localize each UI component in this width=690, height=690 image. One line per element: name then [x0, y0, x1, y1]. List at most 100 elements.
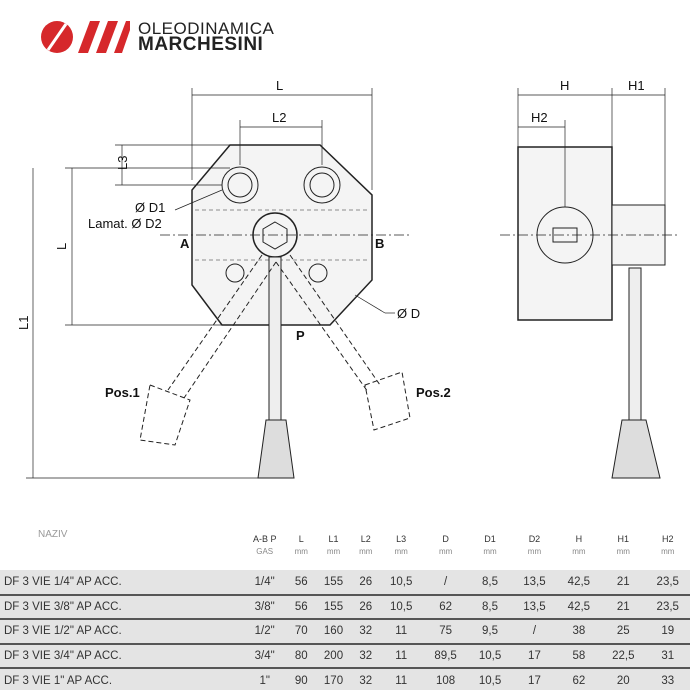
- value-cell: 56: [294, 600, 308, 613]
- dimension-lines: [26, 88, 666, 479]
- column-header: A-B P GAS: [241, 512, 288, 560]
- side-view: [500, 146, 680, 479]
- technical-drawing: L L2 L3 L L1 Ø D1 Lamat. Ø D2 A B P Ø D …: [16, 78, 680, 479]
- header-label: L2: [360, 534, 371, 544]
- value-cell: 17: [528, 674, 541, 687]
- value-cell: 1/2": [254, 625, 275, 638]
- header-label: L3: [396, 534, 407, 544]
- value-cell: 155: [323, 600, 344, 613]
- port-A-label: A: [180, 236, 190, 251]
- port-B-label: B: [375, 236, 384, 251]
- value-cell: 11: [395, 625, 408, 638]
- header-unit: mm: [294, 547, 308, 556]
- value-cell: 89,5: [434, 649, 457, 662]
- value-cell: 21: [616, 600, 630, 613]
- value-cell: 32: [359, 674, 373, 687]
- value-cell: 26: [359, 575, 373, 588]
- header-label: H: [575, 534, 583, 544]
- dim-D2-label: Lamat. Ø D2: [88, 216, 162, 231]
- value-cell: 20: [616, 674, 630, 687]
- brand-logo: OLEODINAMICA MARCHESINI: [40, 20, 274, 54]
- dim-L2-label: L2: [272, 110, 286, 125]
- value-cell: 8,5: [482, 575, 499, 588]
- header-label: L: [298, 534, 304, 544]
- brand-line2: MARCHESINI: [138, 34, 264, 55]
- header-label: D: [442, 534, 449, 544]
- value-cell: 32: [359, 649, 373, 662]
- lever: [268, 256, 282, 421]
- header-unit: mm: [616, 547, 630, 556]
- value-cell: 70: [294, 625, 308, 638]
- value-cell: 32: [359, 625, 373, 638]
- lever-handle: [257, 419, 295, 479]
- product-name-cell: DF 3 VIE 3/8" AP ACC.: [4, 600, 122, 613]
- header-unit: mm: [572, 547, 586, 556]
- dim-H-label: H: [560, 78, 569, 93]
- value-cell: 3/4": [254, 649, 275, 662]
- front-view: [139, 144, 411, 479]
- dim-L3-label: L3: [115, 156, 130, 170]
- value-cell: 25: [616, 625, 630, 638]
- column-header: D1 mm: [468, 512, 512, 560]
- header-label: H2: [661, 534, 674, 544]
- header-unit: GAS: [256, 547, 274, 556]
- value-cell: 10,5: [389, 575, 413, 588]
- value-cell: 3/8": [254, 600, 275, 613]
- header-unit: mm: [661, 547, 675, 556]
- value-cell: 13,5: [523, 575, 546, 588]
- column-header: L3 mm: [379, 512, 423, 560]
- header-label: H1: [617, 534, 630, 544]
- dim-H2-label: H2: [531, 110, 548, 125]
- value-cell: 58: [572, 649, 586, 662]
- header-label: D2: [528, 534, 541, 544]
- value-cell: 200: [323, 649, 344, 662]
- value-cell: 170: [323, 674, 344, 687]
- value-cell: 10,5: [478, 649, 502, 662]
- table-row: DF 3 VIE 1/4" AP ACC. 1/4" 56 155 26 10,5 / 8,5…: [0, 570, 690, 595]
- dim-D-label: Ø D: [397, 306, 420, 321]
- dim-D1-label: Ø D1: [135, 200, 165, 215]
- header-label: NAZIV: [38, 528, 68, 540]
- value-cell: 11: [395, 649, 408, 662]
- value-cell: /: [444, 575, 448, 588]
- value-cell: 11: [395, 674, 408, 687]
- header-label: D1: [484, 534, 496, 544]
- header-unit: mm: [483, 547, 497, 556]
- dim-L-side-label: L: [54, 243, 69, 250]
- value-cell: 17: [528, 649, 541, 662]
- value-cell: 1": [259, 674, 270, 687]
- value-cell: 62: [572, 674, 586, 687]
- value-cell: 160: [323, 625, 344, 638]
- value-cell: 1/4": [254, 575, 275, 588]
- value-cell: 42,5: [567, 600, 591, 613]
- value-cell: 13,5: [523, 600, 546, 613]
- value-cell: 21: [616, 575, 630, 588]
- pos1-label: Pos.1: [105, 385, 140, 400]
- value-cell: 108: [436, 674, 456, 687]
- value-cell: 155: [323, 575, 344, 588]
- value-cell: 38: [572, 625, 586, 638]
- header-unit: mm: [326, 547, 341, 556]
- product-name-cell: DF 3 VIE 1/2" AP ACC.: [4, 625, 122, 638]
- value-cell: 23,5: [656, 600, 679, 613]
- value-cell: 42,5: [567, 575, 591, 588]
- value-cell: 56: [294, 575, 308, 588]
- value-cell: 8,5: [482, 600, 499, 613]
- header-unit: mm: [394, 547, 408, 556]
- header-label: A-B P: [252, 534, 277, 544]
- value-cell: 31: [661, 649, 675, 662]
- value-cell: 10,5: [389, 600, 413, 613]
- product-name-cell: DF 3 VIE 1/4" AP ACC.: [4, 575, 122, 588]
- value-cell: 19: [661, 625, 675, 638]
- value-cell: 9,5: [482, 625, 499, 638]
- value-cell: 23,5: [656, 575, 679, 588]
- value-cell: 75: [439, 625, 452, 638]
- column-header: H2 mm: [646, 512, 690, 560]
